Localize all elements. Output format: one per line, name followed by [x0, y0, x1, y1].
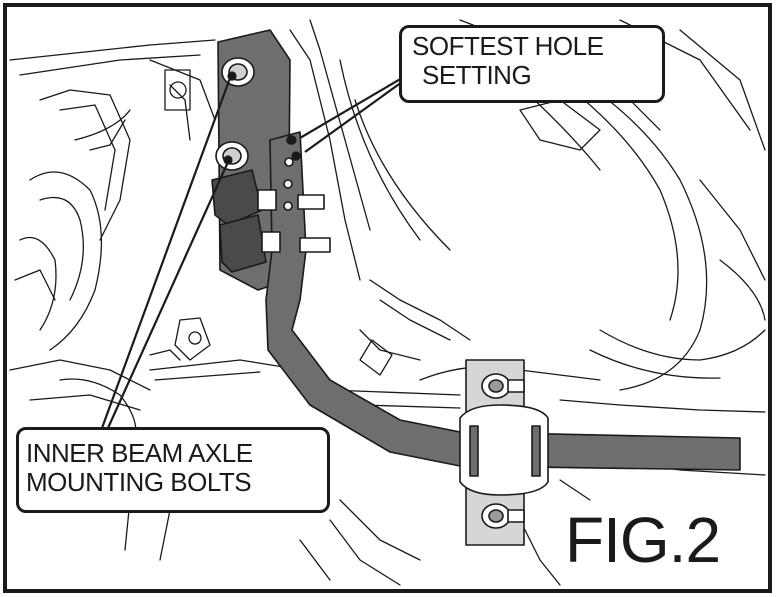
- softest-hole-line-2: SETTING: [422, 60, 532, 90]
- softest-hole-callout: SOFTEST HOLE SETTING: [399, 25, 665, 103]
- leader-bolts-2: [106, 161, 230, 429]
- mounting-bolts-line-2: MOUNTING BOLTS: [26, 467, 252, 497]
- sway-bar-arm: [265, 131, 741, 471]
- leader-bolts-1: [100, 77, 232, 429]
- leader-softest-1: [299, 77, 403, 139]
- leader-lines: [100, 71, 403, 429]
- mounting-bolts-line-1: INNER BEAM AXLE: [26, 438, 253, 468]
- leader-softest-2: [304, 81, 403, 153]
- sway-bar-assembly: [211, 29, 741, 546]
- softest-hole-line-1: SOFTEST HOLE: [412, 31, 604, 61]
- mounting-bolts-callout: INNER BEAM AXLE MOUNTING BOLTS: [16, 427, 330, 513]
- figure-label: FIG.2: [565, 504, 721, 576]
- figure-frame: [3, 3, 772, 593]
